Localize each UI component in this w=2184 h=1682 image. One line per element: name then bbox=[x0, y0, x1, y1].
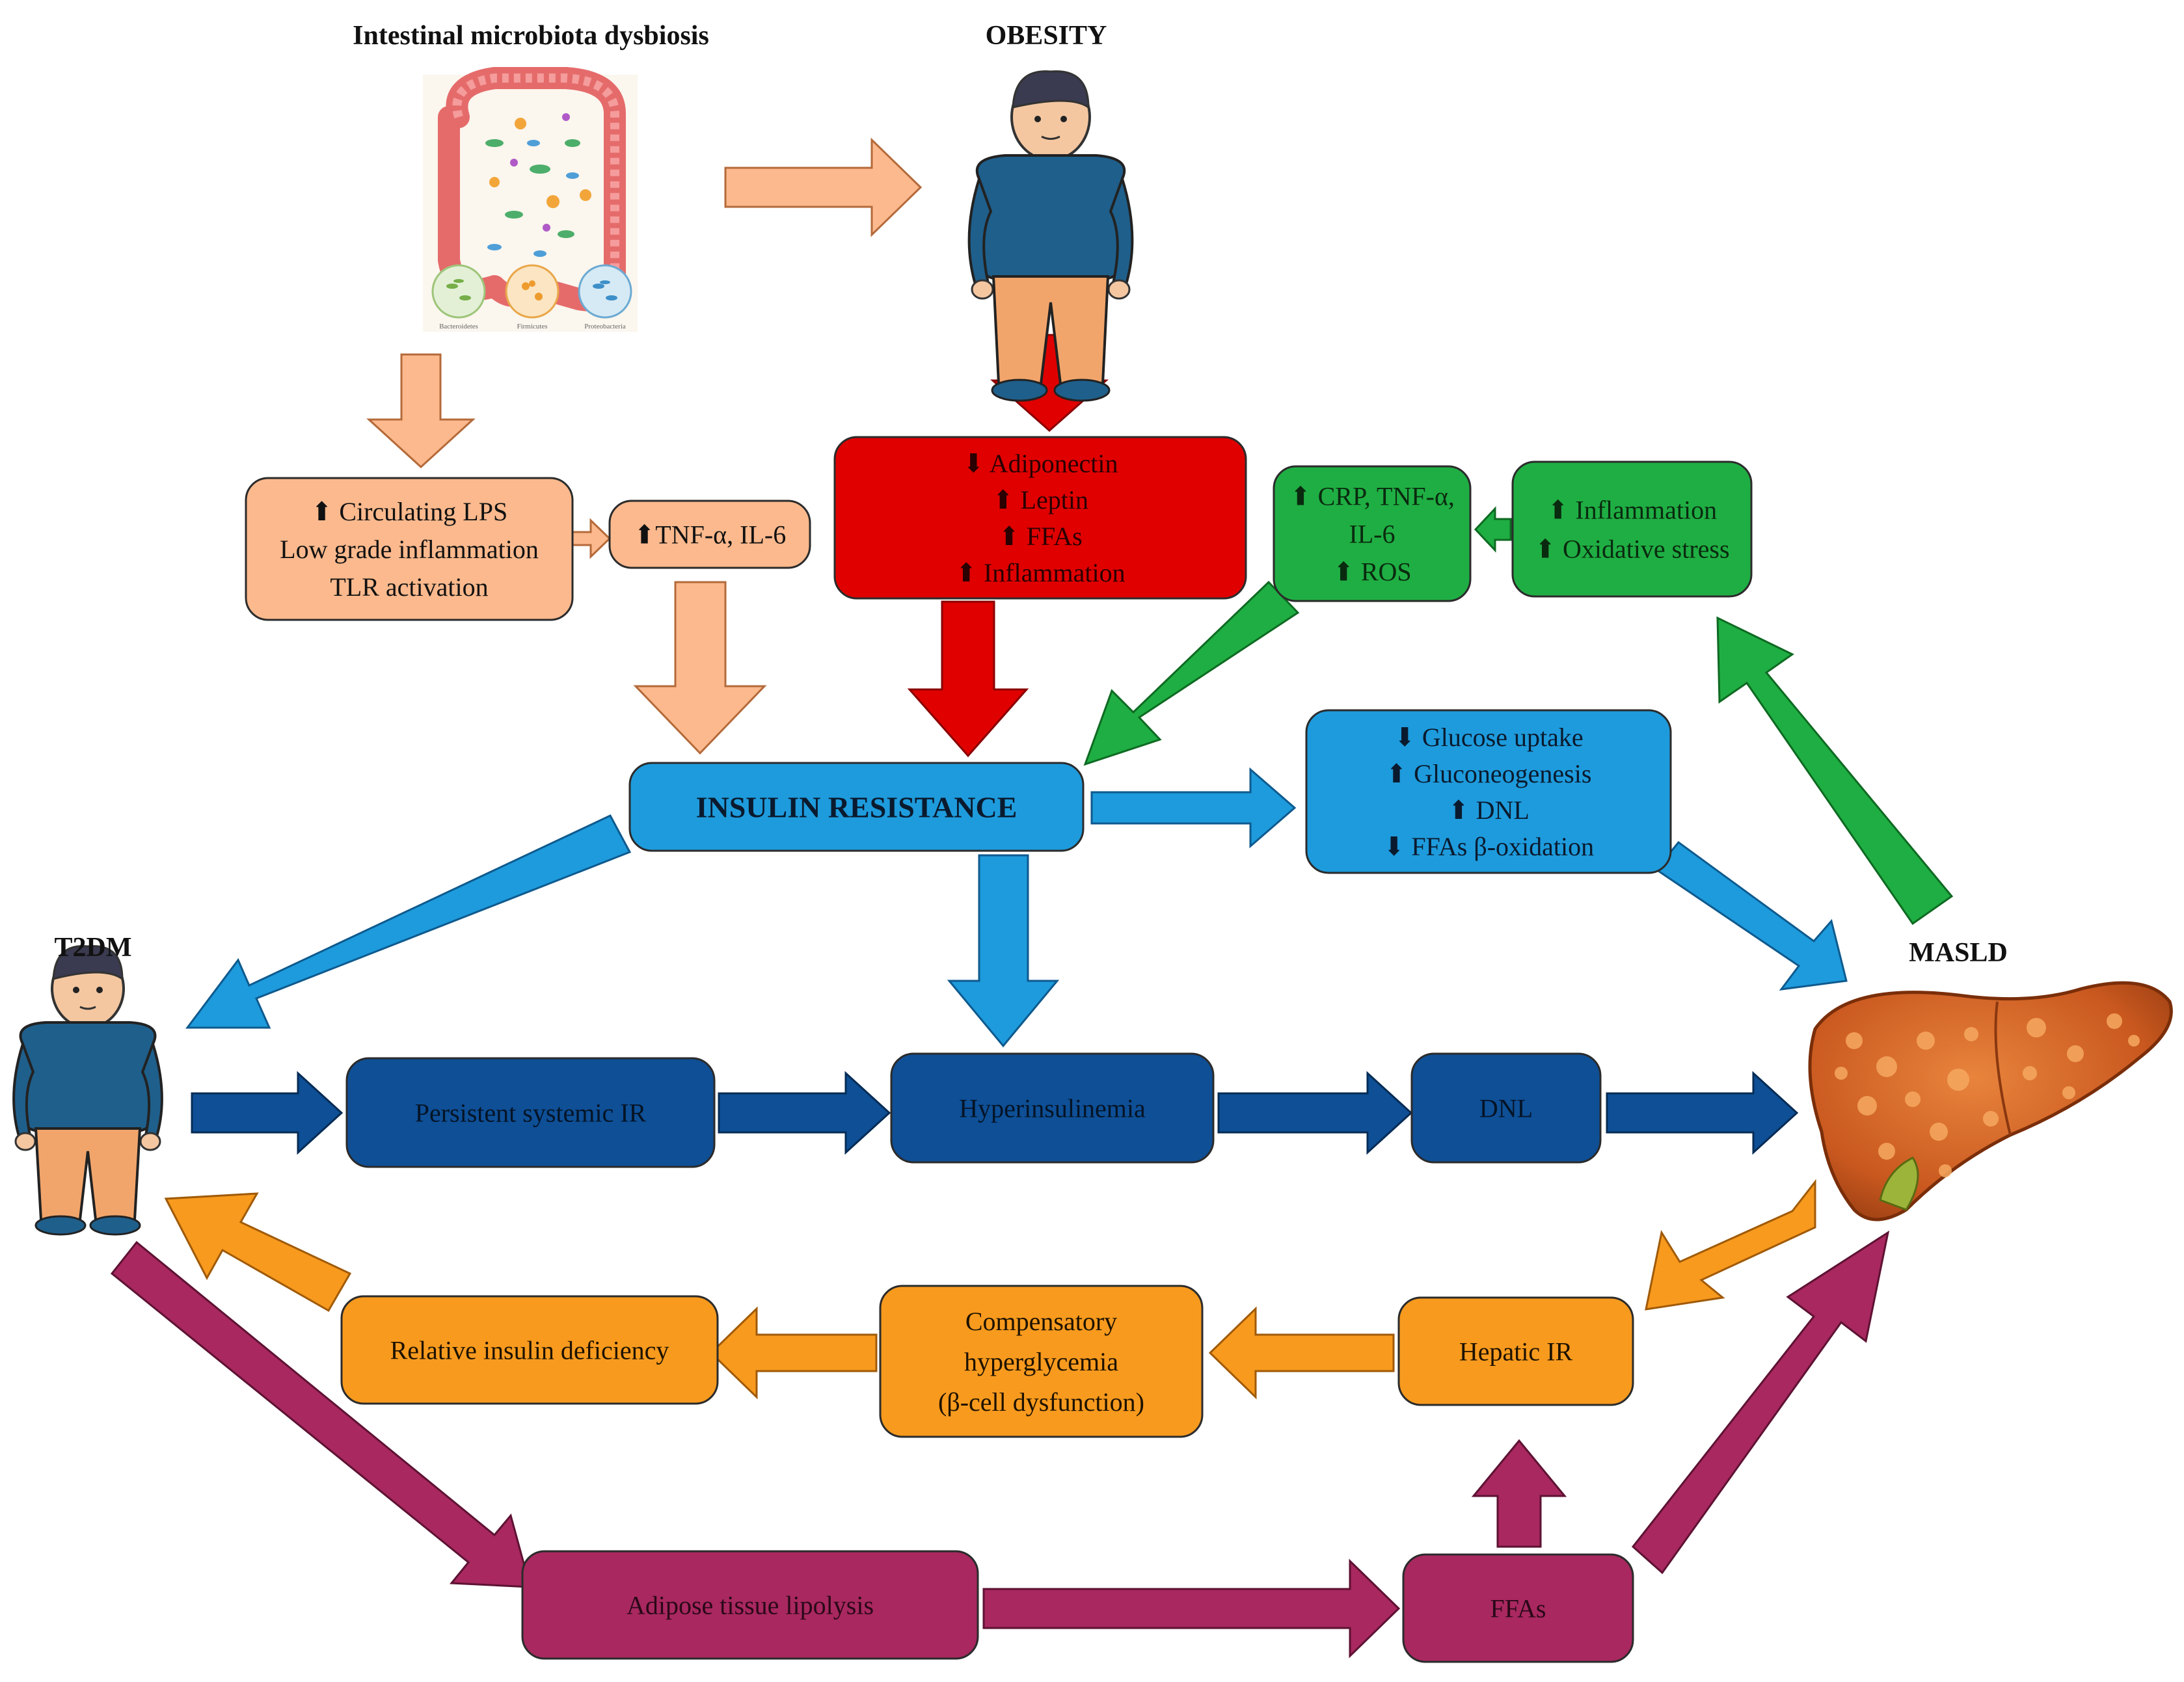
crp-box-bg bbox=[1273, 465, 1472, 602]
adipo-box-line: ⬆ FFAs bbox=[998, 522, 1083, 551]
crp-box-line: ⬆ CRP, TNF-α, bbox=[1289, 482, 1455, 511]
ir-box-line: INSULIN RESISTANCE bbox=[696, 791, 1018, 824]
arrow-hepatic-to-compens bbox=[1208, 1306, 1395, 1400]
compens-box-line: hyperglycemia bbox=[964, 1347, 1118, 1376]
hepatic-box-line: Hepatic IR bbox=[1459, 1337, 1573, 1367]
hyperins-box-line: Hyperinsulinemia bbox=[959, 1094, 1146, 1123]
crp-box-line: IL-6 bbox=[1349, 520, 1395, 549]
intestine-illustration: Bacteroidetes Firmicutes Proteobacteria bbox=[423, 67, 638, 332]
obesity-title: OBESITY bbox=[986, 21, 1107, 51]
arrow-ir-to-t2dm bbox=[185, 814, 632, 1029]
hepatic-box-bg bbox=[1397, 1296, 1634, 1406]
relative-box: Relative insulin deficiency bbox=[340, 1295, 719, 1405]
lps-box-bg bbox=[245, 477, 574, 621]
inflam-box-line: ⬆ Oxidative stress bbox=[1534, 535, 1729, 564]
arrow-ffas-to-masld bbox=[1631, 1230, 1890, 1575]
persistent-box-line: Persistent systemic IR bbox=[415, 1099, 647, 1128]
bacteria-label-3: Proteobacteria bbox=[584, 323, 626, 330]
crp-box-line: ⬆ ROS bbox=[1332, 557, 1411, 587]
hyperins-box: Hyperinsulinemia bbox=[890, 1052, 1215, 1164]
lipolysis-box-line: Adipose tissue lipolysis bbox=[627, 1591, 874, 1620]
inflam-box: ⬆ Inflammation ⬆ Oxidative stress bbox=[1511, 461, 1753, 598]
arrow-tnf-to-ir bbox=[633, 581, 767, 755]
arrow-inflam-to-crp bbox=[1474, 506, 1512, 553]
arrow-dysbiosis-to-obesity bbox=[724, 137, 923, 237]
lps-box: ⬆ Circulating LPS Low grade inflammationT… bbox=[245, 477, 574, 621]
ffas-box-line: FFAs bbox=[1490, 1594, 1546, 1623]
hyperins-box-bg bbox=[890, 1052, 1215, 1164]
persistent-box: Persistent systemic IR bbox=[345, 1057, 716, 1168]
lps-box-line: TLR activation bbox=[330, 572, 488, 602]
glucose-box-line: ⬇ Glucose uptake bbox=[1394, 723, 1583, 752]
arrow-dnl-to-masld bbox=[1606, 1071, 1799, 1155]
bacteria-label-2: Firmicutes bbox=[517, 323, 547, 330]
adipo-box-line: ⬇ Adiponectin bbox=[962, 449, 1118, 478]
crp-box: ⬆ CRP, TNF-α, IL-6 ⬆ ROS bbox=[1273, 465, 1472, 602]
glucose-box-line: ⬆ Gluconeogenesis bbox=[1386, 759, 1592, 788]
t2dm-person-figure bbox=[12, 945, 163, 1236]
ir-box-bg bbox=[628, 762, 1085, 852]
arrow-lipolysis-to-ffas bbox=[982, 1558, 1401, 1659]
lps-box-line: ⬆ Circulating LPS bbox=[311, 497, 507, 526]
dysbiosis-title: Intestinal microbiota dysbiosis bbox=[353, 21, 709, 51]
compens-box-bg bbox=[879, 1285, 1204, 1438]
tnf-box-bg bbox=[608, 500, 811, 569]
dnl-box-line: DNL bbox=[1479, 1094, 1533, 1123]
dnl-box: DNL bbox=[1410, 1052, 1602, 1164]
arrow-masld-to-inflam bbox=[1716, 616, 1954, 926]
arrow-t2dm-to-lipolysis bbox=[110, 1240, 532, 1588]
adipo-box-line: ⬆ Inflammation bbox=[955, 558, 1125, 587]
hepatic-box: Hepatic IR bbox=[1397, 1296, 1634, 1406]
arrow-dysbiosis-to-lps bbox=[366, 353, 476, 469]
tnf-box: ⬆TNF-α, IL-6 bbox=[608, 500, 811, 569]
compens-box-line: (β-cell dysfunction) bbox=[938, 1387, 1144, 1417]
ir-box: INSULIN RESISTANCE bbox=[628, 762, 1085, 852]
adipo-box: ⬇ Adiponectin ⬆ Leptin ⬆ FFAs ⬆ Inflammatio… bbox=[833, 436, 1247, 600]
adipo-box-bg bbox=[833, 436, 1247, 600]
dnl-box-bg bbox=[1410, 1052, 1602, 1164]
glucose-box-line: ⬆ DNL bbox=[1448, 795, 1530, 825]
lipolysis-box-bg bbox=[521, 1550, 979, 1660]
arrow-compens-to-relative bbox=[709, 1306, 878, 1400]
relative-box-bg bbox=[340, 1295, 719, 1405]
arrow-crp-to-ir bbox=[1083, 580, 1300, 766]
arrow-adipo-to-ir bbox=[907, 600, 1029, 758]
arrow-persistent-to-hyperins bbox=[718, 1071, 891, 1155]
arrows-layer bbox=[110, 137, 1954, 1659]
relative-box-line: Relative insulin deficiency bbox=[390, 1336, 669, 1365]
glucose-box-line: ⬇ FFAs β-oxidation bbox=[1383, 832, 1594, 861]
inflam-box-bg bbox=[1511, 461, 1753, 598]
lipolysis-box: Adipose tissue lipolysis bbox=[521, 1550, 979, 1660]
arrow-ffas-to-hepatic bbox=[1471, 1439, 1567, 1548]
arrow-masld-to-hepatic bbox=[1645, 1179, 1816, 1311]
arrow-hyperins-to-dnl bbox=[1217, 1071, 1413, 1155]
ffas-box-bg bbox=[1402, 1553, 1634, 1663]
lps-box-line: Low grade inflammation bbox=[280, 535, 539, 564]
arrow-ir-to-hyperins bbox=[947, 854, 1060, 1048]
t2dm-title: T2DM bbox=[55, 933, 132, 963]
liver-figure bbox=[1808, 981, 2173, 1221]
glucose-box-bg bbox=[1305, 709, 1672, 874]
arrow-ir-to-glucose bbox=[1090, 767, 1297, 849]
adipo-box-line: ⬆ Leptin bbox=[992, 485, 1088, 514]
persistent-box-bg bbox=[345, 1057, 716, 1168]
compens-box-line: Compensatory bbox=[965, 1307, 1117, 1336]
compens-box: Compensatory hyperglycemia (β-cell dysfunc… bbox=[879, 1285, 1204, 1438]
glucose-box: ⬇ Glucose uptake ⬆ Gluconeogenesis ⬆ DNL ⬇ … bbox=[1305, 709, 1672, 874]
arrow-relative-to-t2dm bbox=[164, 1192, 352, 1313]
arrow-t2dm-to-persistent bbox=[191, 1071, 344, 1155]
ffas-box: FFAs bbox=[1402, 1553, 1634, 1663]
obese-person-figure bbox=[967, 70, 1134, 402]
arrow-lps-to-tnf bbox=[571, 518, 612, 559]
masld-title: MASLD bbox=[1909, 938, 2008, 968]
arrow-glucose-to-masld bbox=[1654, 840, 1848, 991]
tnf-box-line: ⬆TNF-α, IL-6 bbox=[634, 520, 786, 550]
bacteria-label-1: Bacteroidetes bbox=[439, 323, 478, 330]
inflam-box-line: ⬆ Inflammation bbox=[1547, 496, 1717, 525]
